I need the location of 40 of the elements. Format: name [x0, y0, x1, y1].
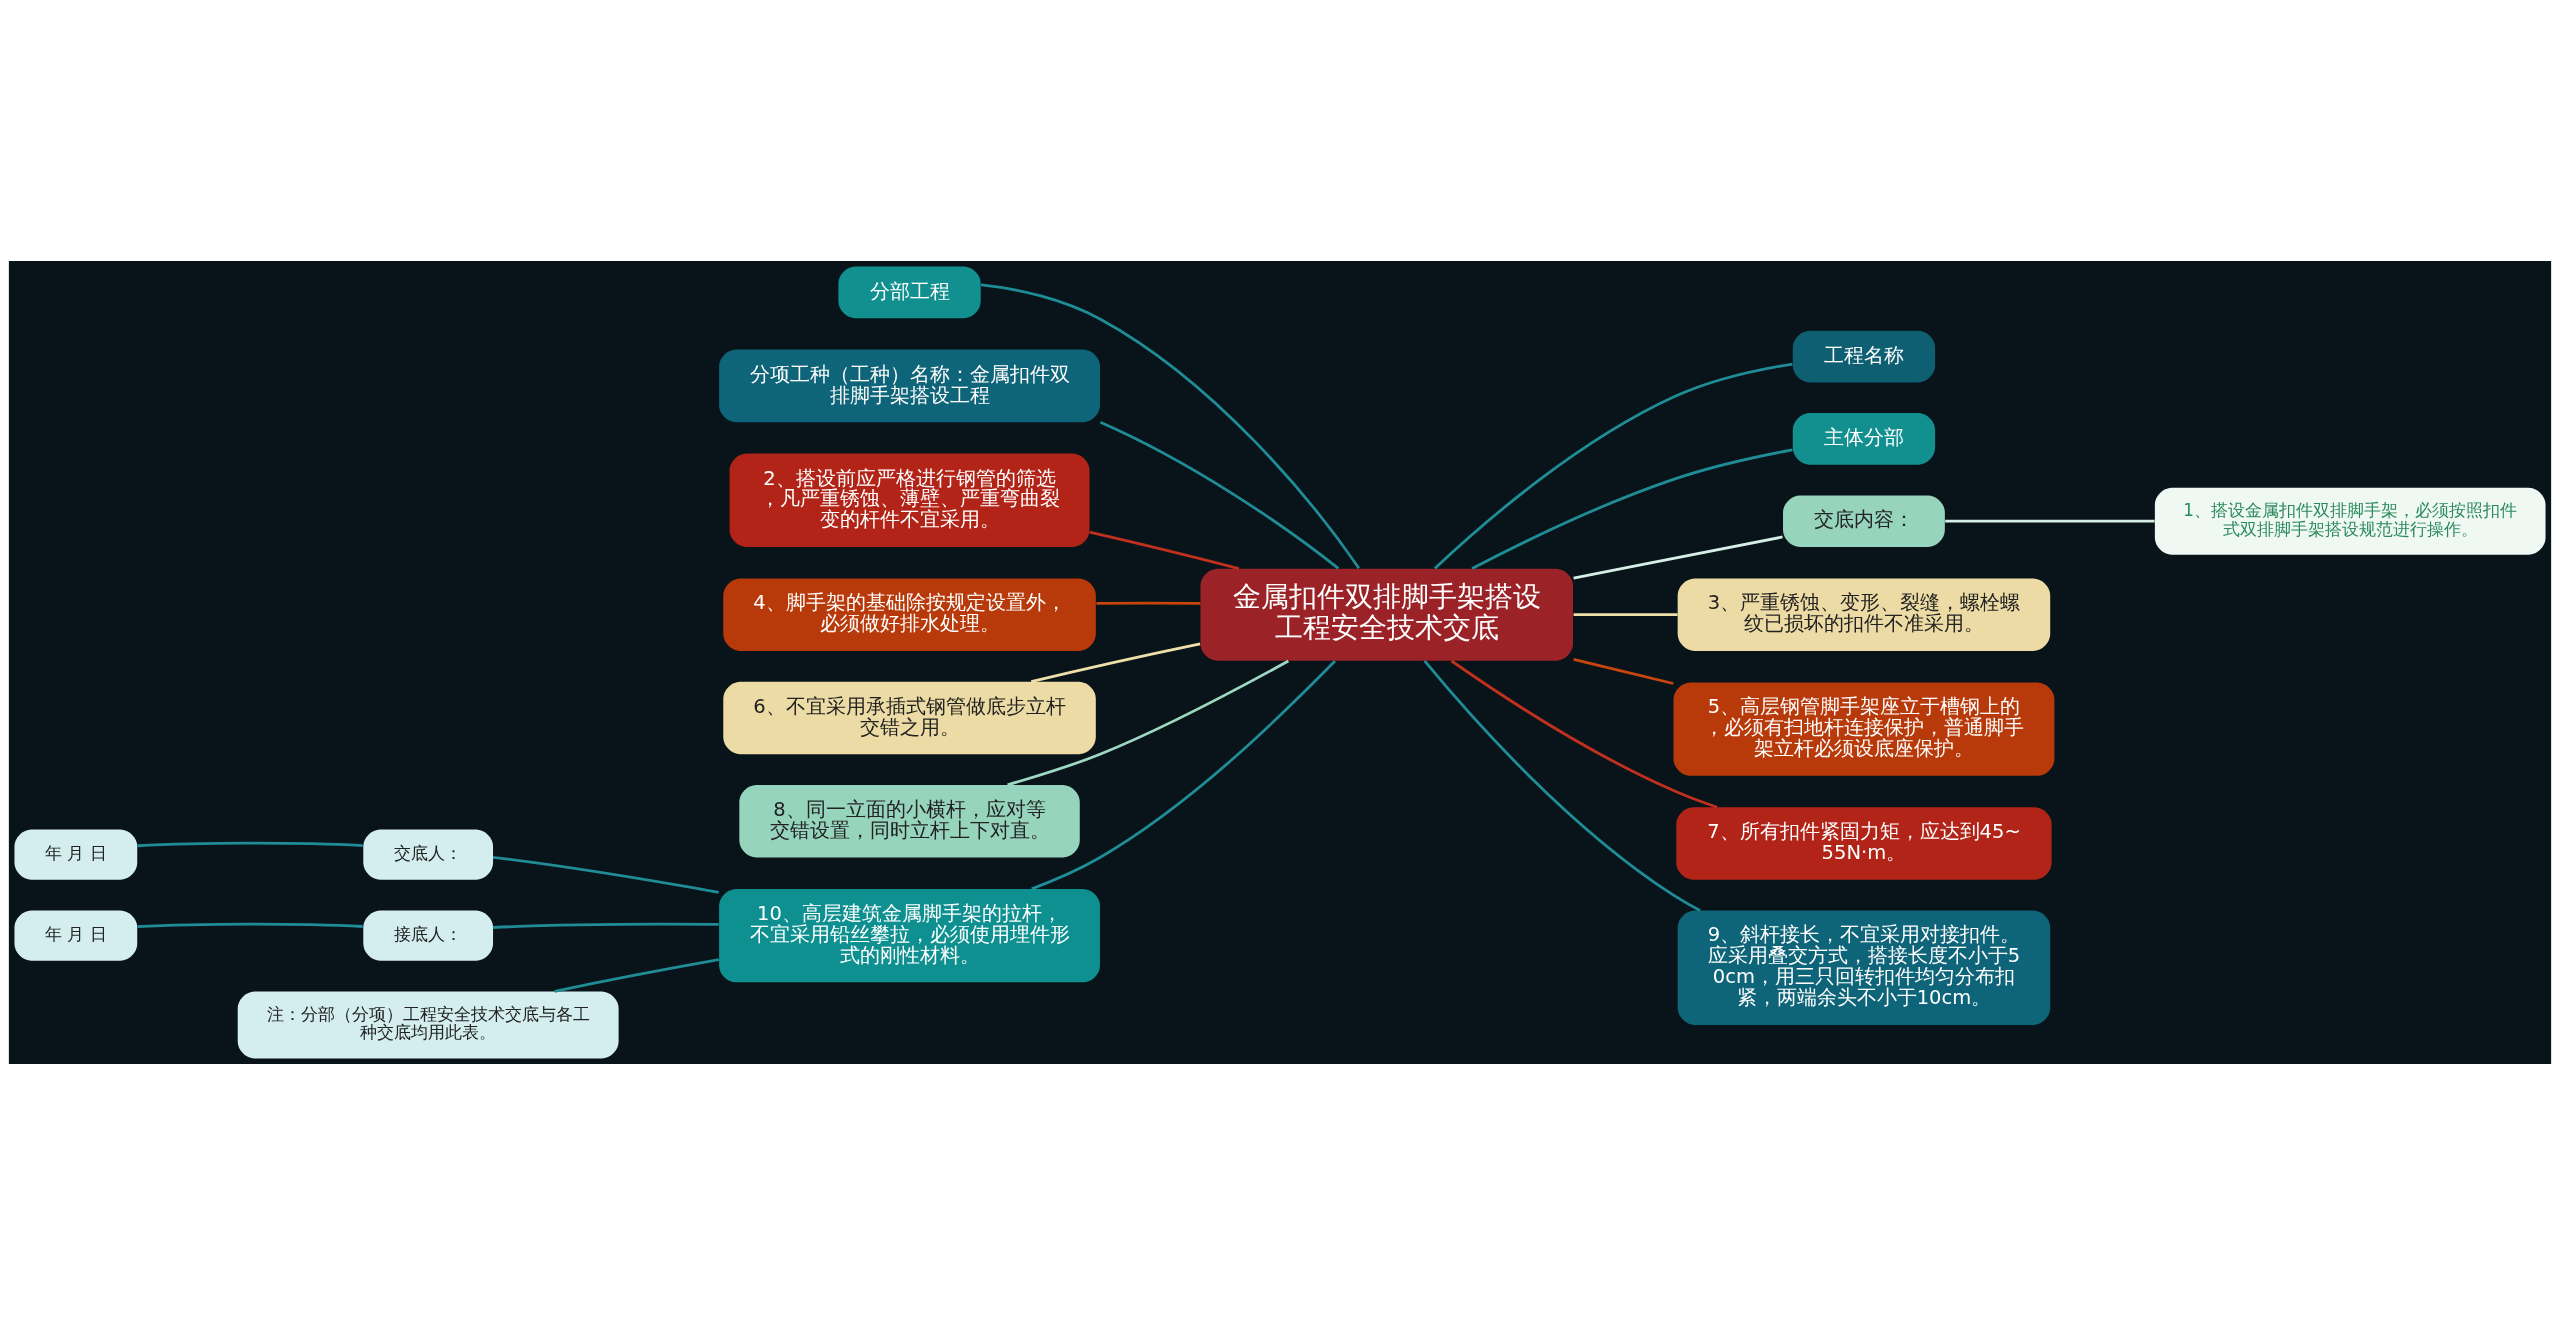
node-box: 分部工程 — [838, 266, 981, 318]
node-box: 金属扣件双排脚手架搭设工程安全技术交底 — [1200, 568, 1573, 661]
node-box: 10、高层建筑金属脚手架的拉杆，不宜采用铅丝攀拉，必须使用埋件形式的刚性材料。 — [719, 888, 1100, 982]
connector — [1096, 601, 1201, 605]
node-box: 6、不宜采用承插式钢管做底步立杆交错之用。 — [723, 681, 1096, 754]
node-box: 交底内容： — [1783, 494, 1945, 547]
node-box: 1、搭设金属扣件双排脚手架，必须按照扣件式双排脚手架搭设规范进行操作。 — [2154, 487, 2546, 555]
connector — [554, 957, 720, 993]
node-box: 工程名称 — [1792, 330, 1936, 382]
node-box: 9、斜杆接长，不宜采用对接扣件。应采用叠交方式，搭接长度不小于50cm，用三只回转扣件均匀分布扣紧，两端余头不小于10cm。 — [1677, 910, 2051, 1025]
node-box: 5、高层钢管脚手架座立于槽钢上的，必须有扫地杆连接保护，普通脚手架立杆必须设底座保护。 — [1673, 681, 2055, 776]
connector — [137, 841, 363, 847]
connector — [1031, 659, 1336, 890]
connector — [1573, 535, 1783, 580]
node-box: 分项工种（工种）名称：金属扣件双排脚手架搭设工程 — [719, 349, 1100, 422]
node-box: 2、搭设前应严格进行钢管的筛选，凡严重锈蚀、薄壁、严重弯曲裂变的杆件不宜采用。 — [729, 453, 1090, 547]
node-box: 年 月 日 — [14, 829, 138, 880]
connector — [1450, 659, 1718, 809]
node-box: 3、严重锈蚀、变形、裂缝，螺栓螺纹已损坏的扣件不准采用。 — [1677, 577, 2051, 651]
connector — [493, 922, 719, 929]
connector — [1423, 659, 1701, 912]
connector — [1099, 420, 1340, 570]
node-box: 交底人： — [363, 829, 494, 880]
connector — [1573, 612, 1678, 616]
connector — [1433, 362, 1793, 570]
connector — [980, 283, 1360, 569]
connector — [1471, 448, 1793, 570]
connector — [1573, 657, 1674, 685]
connector — [1089, 530, 1240, 570]
connector — [137, 922, 363, 928]
connector — [1030, 641, 1201, 683]
node-box: 7、所有扣件紧固力矩，应达到45~55N·m。 — [1676, 806, 2052, 880]
node-box: 4、脚手架的基础除按规定设置外，必须做好排水处理。 — [723, 577, 1096, 651]
connector — [1945, 519, 2155, 523]
node-box: 接底人： — [363, 910, 494, 961]
node-box: 年 月 日 — [14, 910, 138, 961]
node-box: 8、同一立面的小横杆，应对等交错设置，同时立杆上下对直。 — [739, 784, 1080, 857]
node-box: 注：分部（分项）工程安全技术交底与各工种交底均用此表。 — [237, 990, 619, 1058]
node-box: 主体分部 — [1792, 412, 1936, 465]
connector — [492, 855, 719, 894]
